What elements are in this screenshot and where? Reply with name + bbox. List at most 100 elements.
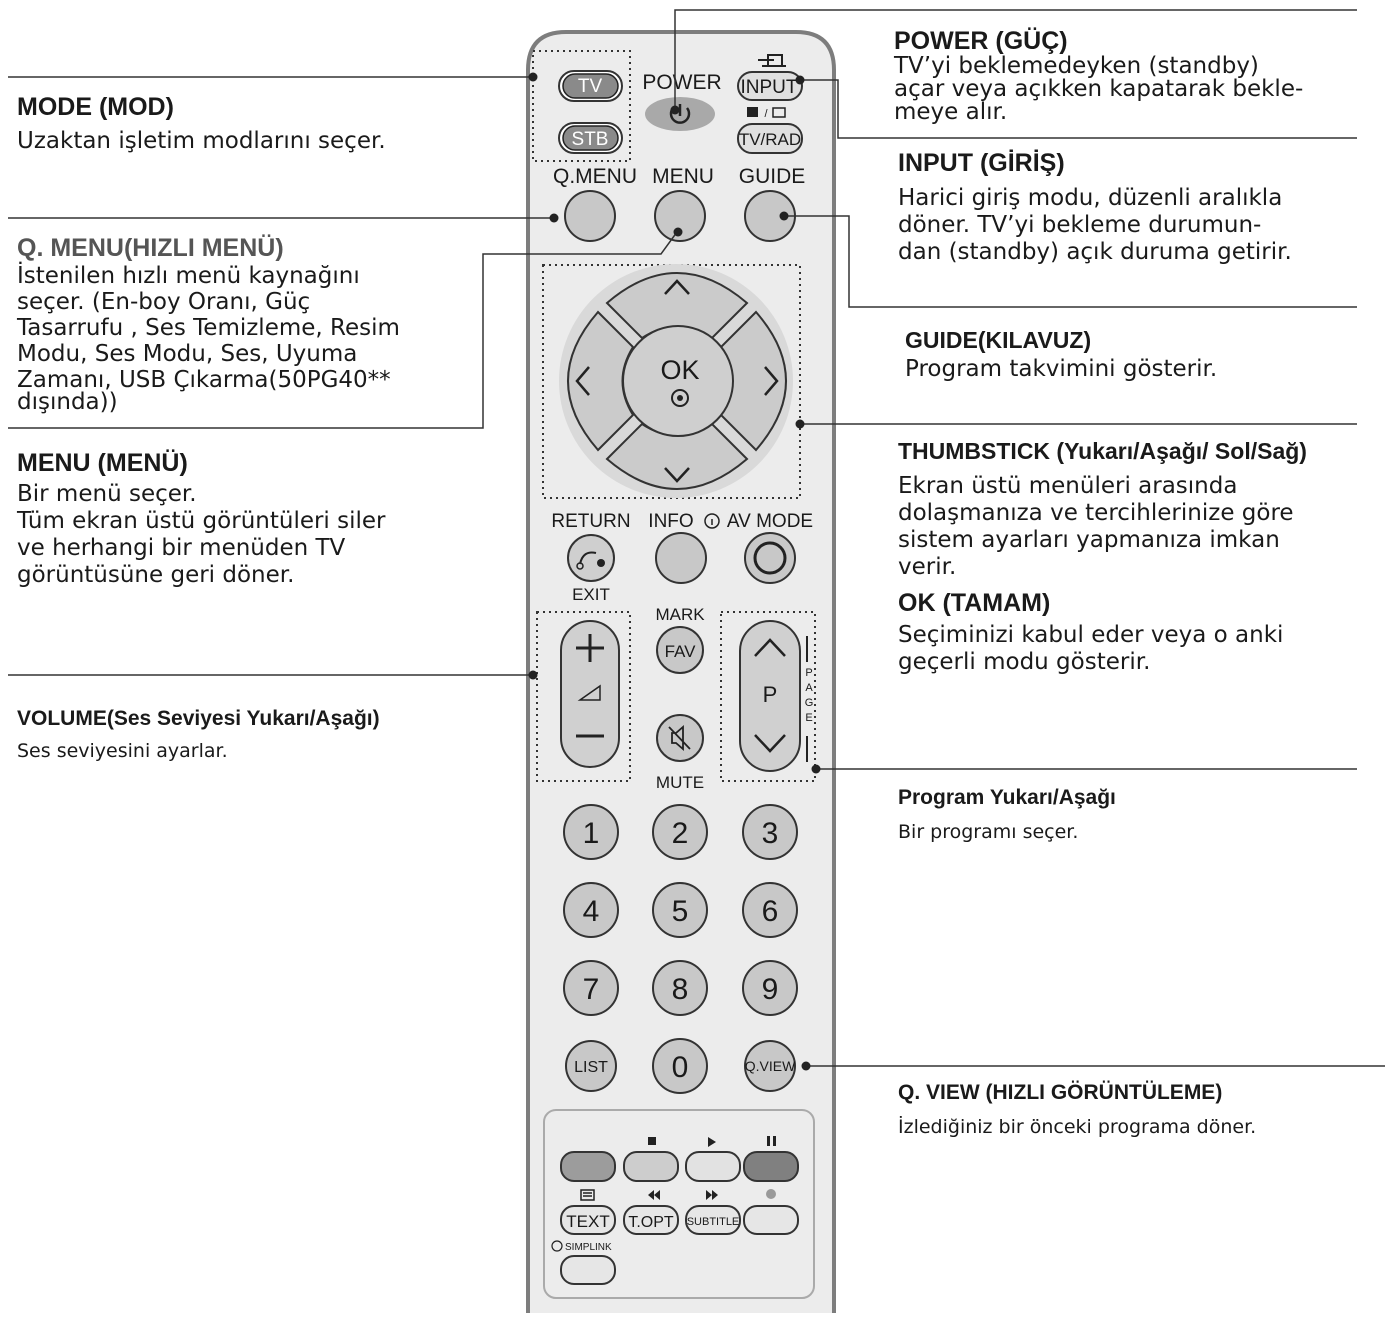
digit-9-label: 9 <box>762 973 779 1006</box>
digit-9-button[interactable]: 9 <box>742 960 798 1016</box>
topt-button[interactable]: T.OPT <box>623 1205 679 1235</box>
thumbstick-annotation-line: verir. <box>898 554 957 580</box>
stb-mode-button[interactable]: STB <box>558 122 623 154</box>
simplink-label: SIMPLINK <box>565 1242 612 1253</box>
digit-4-button[interactable]: 4 <box>563 882 619 938</box>
tvrad-button[interactable]: TV/RAD <box>737 123 803 154</box>
ok-annotation-line: Seçiminizi kabul eder veya o anki <box>898 622 1284 648</box>
thumbstick-annotation-line: dolaşmanıza ve tercihlerinize göre <box>898 500 1294 526</box>
info-icon <box>704 513 720 529</box>
input-label: INPUT <box>741 77 798 98</box>
ok-annotation-title: OK (TAMAM) <box>898 589 1051 617</box>
mute-label: MUTE <box>656 773 704 792</box>
return-label: RETURN <box>551 511 630 532</box>
red-key[interactable] <box>560 1151 616 1182</box>
avmode-label: AV MODE <box>727 511 813 532</box>
blue-key[interactable] <box>743 1151 799 1182</box>
chevron-right-icon <box>764 366 779 396</box>
program-rocker[interactable]: P <box>739 620 801 772</box>
program-annotation-line: Bir programı seçer. <box>898 821 1079 843</box>
mode-annotation-line: Uzaktan işletim modlarını seçer. <box>17 128 386 154</box>
simplink-button[interactable] <box>560 1255 616 1285</box>
record-button[interactable] <box>743 1205 799 1235</box>
thumbstick-leader-dot <box>795 419 805 429</box>
thumbstick-annotation-line: sistem ayarları yapmanıza imkan <box>898 527 1280 553</box>
list-label: LIST <box>574 1059 608 1076</box>
input-leader-dot <box>795 75 805 85</box>
digit-0-button[interactable]: 0 <box>652 1038 708 1094</box>
avmode-button[interactable] <box>744 532 796 584</box>
power-annotation-line: meye alır. <box>894 99 1008 125</box>
svg-text:/: / <box>764 108 768 120</box>
guide-label: GUIDE <box>739 165 806 188</box>
mute-icon <box>668 725 691 751</box>
digit-3-label: 3 <box>762 817 779 850</box>
digit-2-button[interactable]: 2 <box>652 804 708 860</box>
program-down-icon <box>754 734 786 753</box>
subtitle-button[interactable]: SUBTITLE <box>685 1205 741 1235</box>
input-annotation-line: döner. TV’yi bekleme durumun- <box>898 212 1262 238</box>
qmenu-annotation-line: Zamanı, USB Çıkarma(50PG40** <box>17 367 391 393</box>
digit-2-label: 2 <box>672 817 689 850</box>
qmenu-annotation-line: İstenilen hızlı menü kaynağını <box>17 263 360 289</box>
input-leader-line <box>800 79 1357 139</box>
thumbstick-annotation-title: THUMBSTICK (Yukarı/Aşağı/ Sol/Sağ) <box>898 438 1307 464</box>
mute-button[interactable] <box>656 714 704 762</box>
green-key[interactable] <box>623 1151 679 1182</box>
digit-7-button[interactable]: 7 <box>563 960 619 1016</box>
digit-3-button[interactable]: 3 <box>742 804 798 860</box>
input-button[interactable]: INPUT <box>737 71 803 101</box>
guide-annotation-title: GUIDE(KILAVUZ) <box>905 327 1092 353</box>
power-button[interactable] <box>645 97 715 131</box>
fav-button[interactable]: FAV <box>656 626 704 674</box>
menu-annotation-title: MENU (MENÜ) <box>17 449 188 477</box>
power-leader-dot <box>670 105 680 115</box>
svg-text:P: P <box>805 667 812 679</box>
volume-plus-icon <box>576 634 604 662</box>
menu-button[interactable] <box>654 190 706 242</box>
volume-ramp-icon <box>577 684 601 701</box>
info-label: INFO <box>648 511 693 532</box>
volume-annotation-title: VOLUME(Ses Seviyesi Yukarı/Aşağı) <box>17 707 380 730</box>
record-icon <box>766 1189 776 1199</box>
rewind-icon <box>648 1190 660 1200</box>
power-annotation-line: açar veya açıkken kapatarak bekle- <box>894 76 1304 102</box>
digit-8-button[interactable]: 8 <box>652 960 708 1016</box>
qview-button[interactable]: Q.VIEW <box>744 1040 796 1092</box>
tv-mode-button[interactable]: TV <box>558 70 623 102</box>
exit-label: EXIT <box>572 585 610 604</box>
qmenu-leader-dot <box>549 213 559 223</box>
list-button[interactable]: LIST <box>565 1040 617 1092</box>
power-annotation-line: TV’yi beklemedeyken (standby) <box>894 53 1259 79</box>
qmenu-button[interactable] <box>564 190 616 242</box>
text-button[interactable]: TEXT <box>560 1205 616 1235</box>
input-annotation-line: Harici giriş modu, düzenli aralıkla <box>898 185 1283 211</box>
digit-5-button[interactable]: 5 <box>652 882 708 938</box>
svg-text:A: A <box>805 682 813 694</box>
subtitle-label: SUBTITLE <box>687 1216 740 1228</box>
simplink-icon <box>551 1240 563 1252</box>
digit-6-label: 6 <box>762 895 779 928</box>
tvrad-label: TV/RAD <box>739 130 801 149</box>
ok-button[interactable]: OK <box>622 325 734 437</box>
digit-1-label: 1 <box>583 817 600 850</box>
power-annotation-title: POWER (GÜÇ) <box>894 27 1068 55</box>
power-icon <box>669 107 691 124</box>
mode-annotation-title: MODE (MOD) <box>17 93 174 121</box>
thumbstick-annotation-line: Ekran üstü menüleri arasında <box>898 473 1238 499</box>
power-label: POWER <box>642 71 721 94</box>
qview-annotation-title: Q. VIEW (HIZLI GÖRÜNTÜLEME) <box>898 1081 1223 1104</box>
qmenu-annotation-title: Q. MENU(HIZLI MENÜ) <box>17 234 284 262</box>
yellow-key[interactable] <box>685 1151 741 1182</box>
qview-leader-dot <box>801 1061 811 1071</box>
volume-leader-dot <box>528 670 538 680</box>
qmenu-annotation-line: dışında)) <box>17 389 118 415</box>
svg-text:G: G <box>805 697 814 709</box>
return-button[interactable] <box>567 534 615 582</box>
info-button[interactable] <box>655 532 707 584</box>
page-label: P A G E <box>805 667 814 724</box>
digit-6-button[interactable]: 6 <box>742 882 798 938</box>
program-up-icon <box>754 638 786 657</box>
volume-rocker[interactable] <box>560 620 620 768</box>
digit-1-button[interactable]: 1 <box>563 804 619 860</box>
